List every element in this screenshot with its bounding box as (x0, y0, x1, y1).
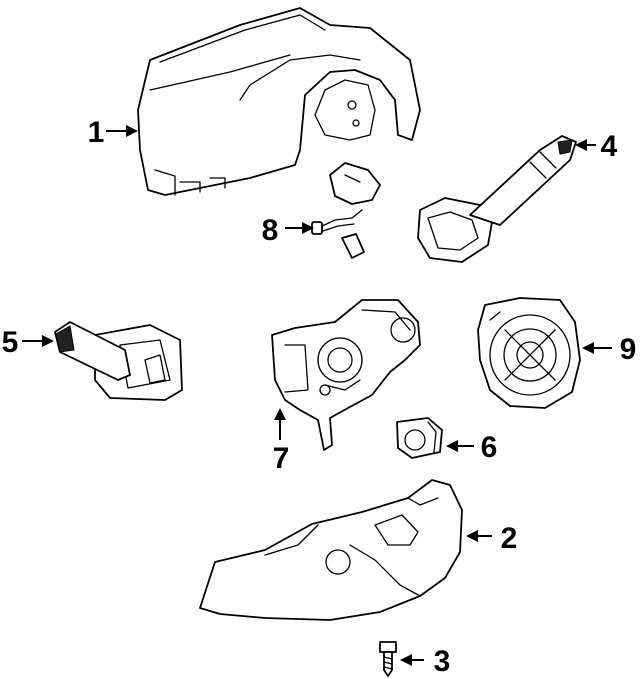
callout-9: 9 (620, 333, 637, 366)
callout-1: 1 (88, 116, 105, 149)
leader-lines (22, 125, 612, 666)
callout-2: 2 (501, 522, 518, 555)
callout-3: 3 (434, 645, 451, 678)
switch-cover-with-harness (311, 162, 381, 259)
callout-7: 7 (273, 442, 290, 475)
wiper-switch-stalk (417, 135, 577, 263)
screw (379, 641, 397, 677)
clock-spring (477, 297, 581, 409)
turn-signal-switch-stalk (54, 321, 183, 401)
callout-5: 5 (2, 326, 19, 359)
callout-8: 8 (262, 214, 279, 247)
callout-labels: 1 2 3 4 5 6 7 8 9 (2, 116, 637, 678)
key-cylinder-module (396, 417, 443, 459)
upper-column-shroud (137, 7, 421, 196)
callout-6: 6 (481, 431, 498, 464)
lower-column-shroud (199, 479, 463, 621)
lock-housing (271, 299, 421, 451)
callout-4: 4 (601, 130, 618, 163)
